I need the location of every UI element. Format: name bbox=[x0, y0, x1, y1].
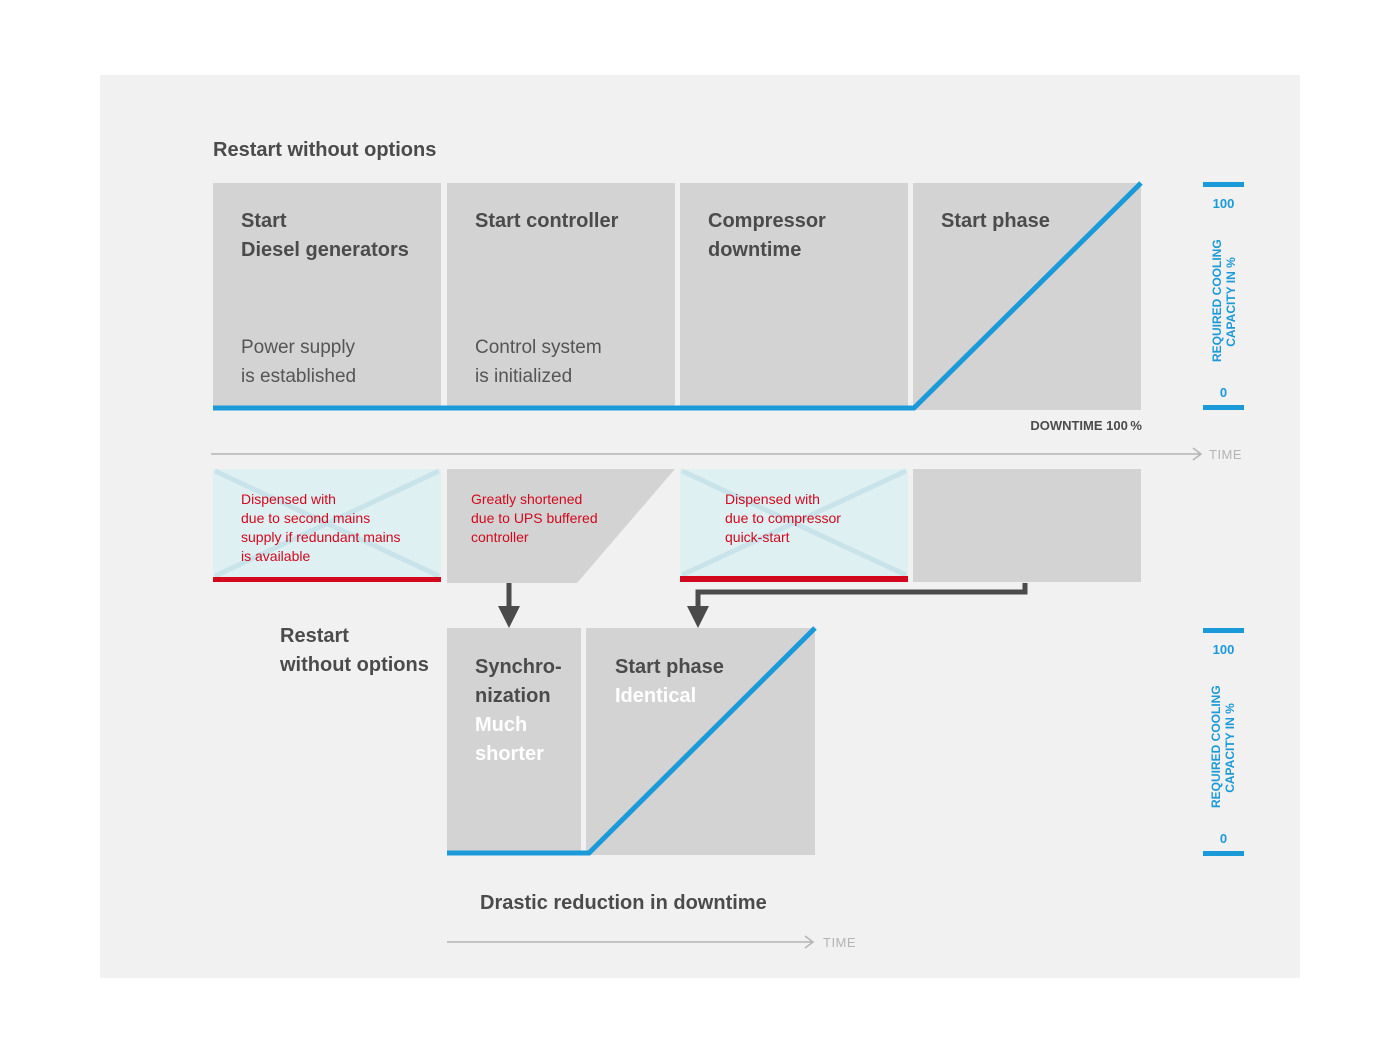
bottom-scale-min-label: 0 bbox=[1219, 831, 1228, 846]
phase-compressor-title: Compressor downtime bbox=[708, 210, 826, 261]
top-capacity-line bbox=[213, 181, 1143, 411]
top-scale-max-label: 100 bbox=[1212, 196, 1235, 211]
downtime-label: DOWNTIME 100 % bbox=[1030, 418, 1142, 433]
top-time-label: TIME bbox=[1209, 447, 1243, 462]
bottom-scale-max-label: 100 bbox=[1212, 642, 1235, 657]
phase-box-compressor bbox=[680, 183, 908, 410]
arrow-start-head bbox=[687, 606, 709, 628]
note-box-start bbox=[913, 469, 1141, 582]
phase-controller-title: Start controller bbox=[475, 210, 619, 232]
sync-emphasis: Much bbox=[475, 714, 528, 736]
note-box-controller bbox=[447, 469, 675, 583]
start-phase-emphasis: Identical bbox=[615, 685, 697, 707]
bottom-time-arrowhead bbox=[804, 935, 815, 949]
top-scale-min-label: 0 bbox=[1219, 385, 1228, 400]
note-diesel-text: Dispensed with due to second mains suppl… bbox=[241, 491, 401, 564]
bottom-title: Restart without options bbox=[280, 625, 429, 676]
start-phase-title: Start phase Identical bbox=[615, 653, 724, 711]
top-scale-max-bar bbox=[1203, 182, 1244, 187]
bottom-time-label: TIME bbox=[823, 935, 857, 950]
bottom-capacity-line bbox=[447, 626, 817, 856]
top-time-arrowhead bbox=[1192, 447, 1203, 461]
phase-box-diesel bbox=[213, 183, 441, 410]
note-compressor-text: Dispensed with due to compressor quick-s… bbox=[725, 491, 841, 545]
phase-diesel-title: Start Diesel generators bbox=[241, 210, 409, 261]
bottom-caption: Drastic reduction in downtime bbox=[480, 892, 767, 914]
cross-diesel bbox=[213, 468, 441, 579]
red-underline-diesel bbox=[213, 577, 441, 582]
red-underline-compressor bbox=[680, 576, 908, 582]
sync-box bbox=[447, 628, 581, 854]
phase-start-title: Start phase bbox=[941, 210, 1050, 232]
bottom-scale-min-bar bbox=[1203, 851, 1244, 856]
phase-diesel-subtitle: Power supply is established bbox=[241, 337, 357, 387]
cross-compressor bbox=[680, 468, 908, 578]
top-title: Restart without options bbox=[213, 139, 437, 161]
arrow-start-shaft bbox=[695, 583, 1028, 608]
top-scale-min-bar bbox=[1203, 405, 1244, 410]
bottom-scale-max-bar bbox=[1203, 628, 1244, 633]
note-controller-text: Greatly shortened due to UPS buffered co… bbox=[471, 491, 598, 545]
phase-controller-subtitle: Control system is initialized bbox=[475, 337, 602, 387]
arrow-sync-head bbox=[498, 606, 520, 628]
sync-title: Synchro- nization Much shorter bbox=[475, 656, 562, 765]
phase-box-controller bbox=[447, 183, 675, 410]
